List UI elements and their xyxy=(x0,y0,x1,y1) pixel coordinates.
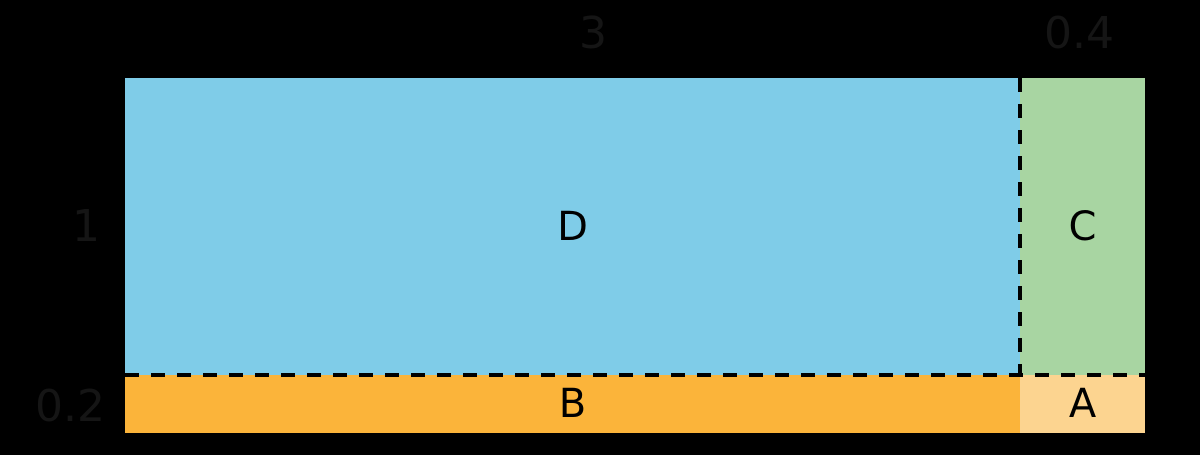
dimension-label-left-lower: 0.2 xyxy=(35,381,105,432)
region-c-label: C xyxy=(1068,203,1097,250)
vertical-dashed-divider xyxy=(1018,78,1022,375)
region-b: B xyxy=(125,375,1020,433)
dimension-label-top-right: 0.4 xyxy=(1044,8,1114,59)
region-c: C xyxy=(1020,78,1145,375)
region-a-label: A xyxy=(1068,381,1097,427)
region-d-label: D xyxy=(557,203,588,250)
dimension-label-left-upper: 1 xyxy=(72,201,100,252)
dimension-label-top-left: 3 xyxy=(579,8,607,59)
horizontal-dashed-divider xyxy=(125,373,1145,377)
region-d: D xyxy=(125,78,1020,375)
region-b-label: B xyxy=(558,381,587,427)
region-a: A xyxy=(1020,375,1145,433)
area-model-rectangle: D C B A xyxy=(125,78,1145,433)
